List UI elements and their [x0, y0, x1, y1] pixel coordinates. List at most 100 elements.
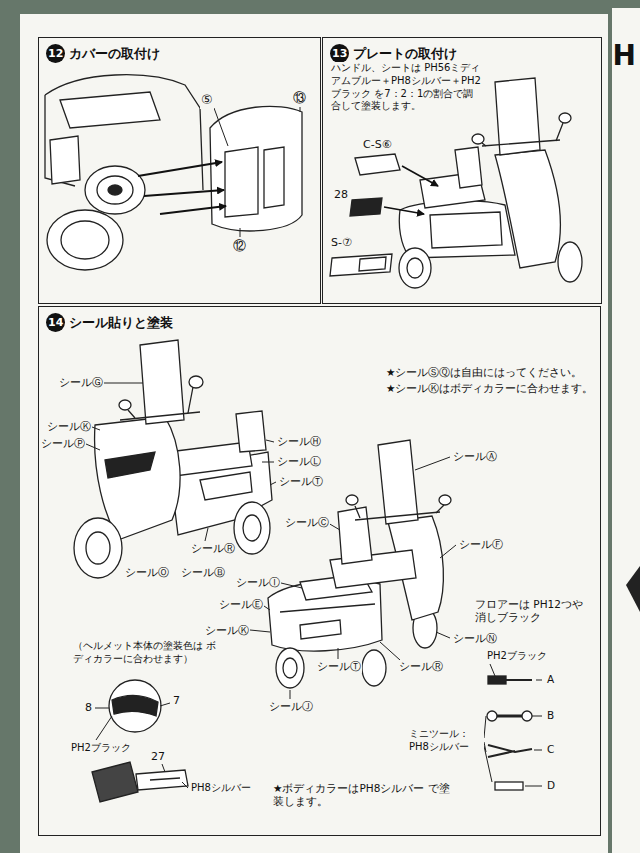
scooter-front: [120, 412, 200, 420]
scooter-side: [472, 134, 484, 144]
step-heading: 14シール貼りと塗装: [46, 313, 176, 332]
scooter-rear: [346, 495, 358, 505]
scooter-side: [495, 150, 560, 268]
leader-line: [440, 545, 456, 558]
leader-line: [290, 690, 291, 699]
scooter-side: [430, 212, 502, 248]
scooter-side: [399, 248, 431, 288]
scooter-rear-frame: [60, 92, 160, 128]
scooter-front: [119, 400, 131, 410]
scooter-front: [128, 387, 193, 418]
leader-line: [380, 642, 400, 660]
leader-line: [262, 462, 274, 463]
scooter-rear: [268, 440, 451, 688]
leader-line: [214, 108, 228, 146]
decal-label: シールⓃ: [452, 632, 498, 645]
rear-cover-part: [225, 147, 258, 217]
scooter-front: [200, 472, 252, 500]
scooter-front: [140, 340, 184, 424]
scooter-rear: [338, 507, 372, 564]
scooter-rear: [280, 604, 375, 612]
scooter-front: [243, 515, 261, 541]
leader-line: [525, 680, 542, 786]
scooter-front: [236, 411, 266, 452]
next-page-letter: H: [612, 38, 637, 74]
plate-parts: [330, 254, 392, 276]
leader-line: [266, 440, 274, 442]
paint-note: ハンドル、シートは PH56ミディアムブルー＋PH8シルバー＋PH2ブラック を…: [330, 62, 482, 113]
scooter-side: [559, 113, 571, 123]
leader-line: [415, 457, 450, 470]
step-title: プレートの取付け: [353, 45, 457, 63]
mini-tools: [488, 676, 506, 684]
part-number: 7: [172, 694, 181, 708]
plate-parts: [330, 154, 400, 276]
key: [92, 762, 138, 802]
part-number: 28: [333, 188, 349, 202]
scooter-rear: [378, 440, 418, 524]
leader-line: [270, 482, 276, 485]
tool-letter: D: [546, 779, 556, 792]
leader-line: [92, 427, 100, 430]
step-title: シール貼りと塗装: [69, 314, 173, 332]
scooter-side: [482, 140, 560, 146]
scooter-rear: [355, 512, 440, 520]
callout-number: ⑬: [292, 90, 307, 107]
scooter-front: [189, 376, 203, 388]
decal-label: シールⓉ: [278, 475, 324, 488]
tool-letter: B: [546, 709, 555, 722]
leader-line: [264, 606, 270, 610]
helmet: [109, 680, 161, 732]
decal-note: ★シールⓈⓆは自由にはってください。: [385, 366, 583, 379]
decal-label: シールⒽ: [276, 435, 322, 448]
rear-cover-part: [210, 106, 302, 231]
decal-label: シールⓅ: [40, 437, 86, 450]
step-number: 12: [46, 44, 65, 63]
scooter-rear: [276, 648, 304, 688]
leader-line: [250, 630, 270, 632]
scooter-rear: [362, 650, 386, 686]
scooter-front: [74, 518, 122, 578]
leader-line: [205, 528, 208, 541]
rear-cover-part: [264, 147, 284, 208]
rear-cover-part: [210, 106, 302, 231]
scooter-rear: [283, 658, 297, 678]
leader-line: [162, 764, 165, 772]
assembly-arrow: [138, 162, 226, 214]
leader-line: [240, 228, 241, 237]
right-page-mark: [626, 566, 640, 612]
leader-line: [96, 716, 112, 740]
part-number: S-⑦: [330, 236, 353, 250]
key: [92, 762, 188, 802]
leader-line: [95, 708, 109, 709]
scooter-front: [234, 502, 270, 554]
assembly-arrow: [160, 206, 226, 214]
scooter-side: [407, 258, 423, 278]
key: [136, 770, 188, 790]
leader-line: [436, 632, 450, 638]
decal-label: シールⓄ: [124, 566, 170, 579]
leader-line: [103, 383, 143, 384]
tool-letter: C: [546, 743, 555, 756]
paint-note: フロアーは PH12つや消しブラック: [474, 598, 594, 625]
mini-tools: [522, 711, 532, 721]
step-heading: 12カバーの取付け: [46, 44, 163, 63]
plate-parts: [359, 257, 386, 271]
decal-label: シールⒼ: [58, 376, 104, 389]
mini-tools: [494, 715, 524, 718]
leader-line: [86, 444, 100, 450]
leader-line: [484, 716, 492, 782]
assembly-arrow: [144, 190, 224, 196]
right-page-mark: [626, 566, 640, 612]
decal-label: シールⓉ: [316, 660, 362, 673]
decal-label: シールⒿ: [268, 700, 314, 713]
scooter-side: [558, 242, 582, 282]
scooter-rear-frame: [97, 176, 133, 204]
part-number: C-S⑥: [362, 138, 393, 152]
mini-tools: [506, 679, 532, 681]
step-panel: 12カバーの取付け: [38, 37, 321, 304]
scooter-rear-frame: [108, 185, 122, 195]
assembly-arrow: [384, 166, 438, 214]
decal-label: シールⓇ: [190, 542, 236, 555]
